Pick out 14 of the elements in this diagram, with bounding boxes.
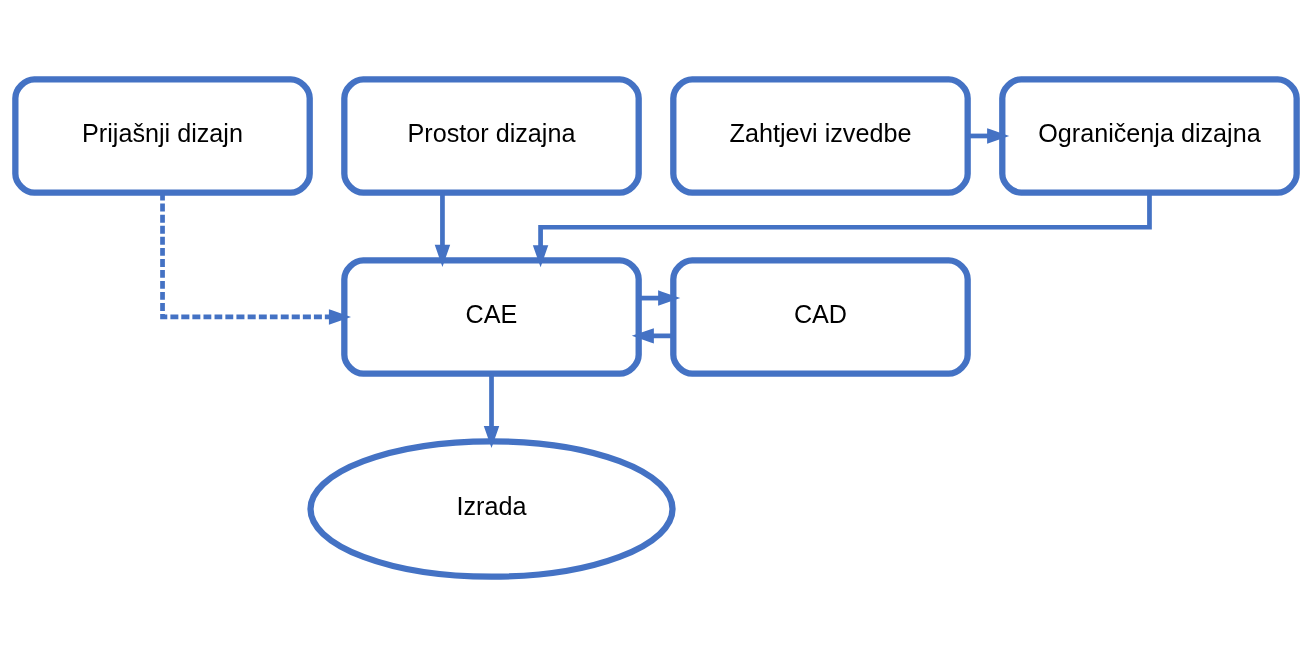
- arrow: [483, 373, 500, 448]
- arrow: [631, 327, 673, 344]
- arrow: [532, 192, 1152, 267]
- arrow: [434, 192, 451, 267]
- node-box: CAD: [670, 256, 971, 377]
- node-box: Zahtjevi izvedbe: [670, 75, 971, 196]
- node-ellipse: Izrada: [307, 437, 676, 580]
- arrow: [160, 192, 351, 325]
- node-box: Ograničenja dizajna: [999, 75, 1300, 196]
- node-box: Prijašnji dizajn: [12, 75, 313, 196]
- node-box: Prostor dizajna: [341, 75, 642, 196]
- arrow: [639, 289, 681, 306]
- arrow: [968, 127, 1010, 144]
- node-box: CAE: [341, 256, 642, 377]
